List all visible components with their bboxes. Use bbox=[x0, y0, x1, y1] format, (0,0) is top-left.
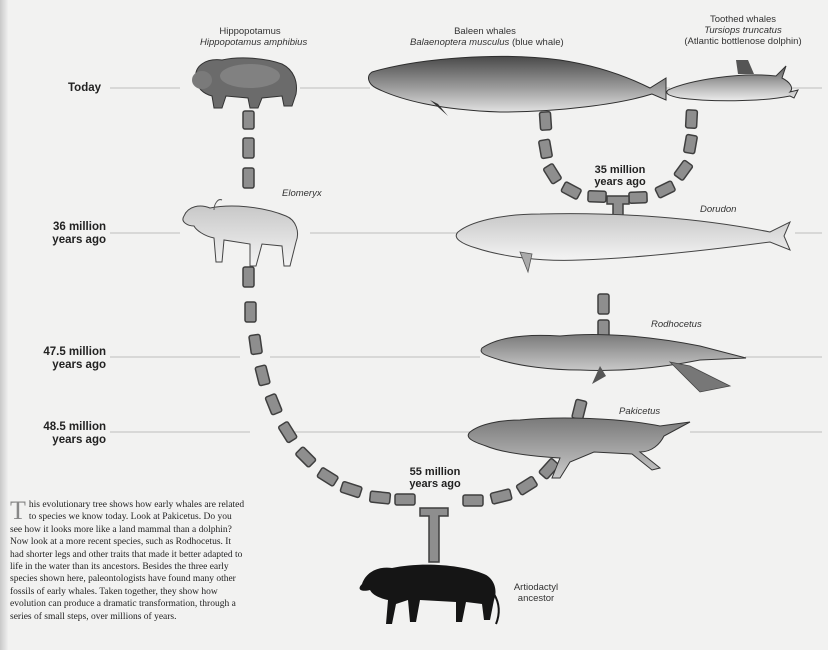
label-baleen-common: Baleen whales bbox=[410, 26, 560, 37]
caption-dropcap: T bbox=[10, 500, 26, 522]
artiodactyl-ancestor-illustration bbox=[360, 565, 499, 624]
label-baleen-note: (blue whale) bbox=[512, 37, 564, 48]
dolphin-illustration bbox=[667, 60, 798, 101]
elomeryx-illustration bbox=[183, 200, 298, 266]
node-age-55mya: 55 million years ago bbox=[400, 466, 470, 490]
label-pakicetus: Pakicetus bbox=[619, 406, 660, 417]
label-elomeryx: Elomeryx bbox=[282, 188, 322, 199]
label-hippopotamus-common: Hippopotamus bbox=[200, 26, 300, 37]
hippopotamus-illustration bbox=[192, 58, 296, 108]
pakicetus-illustration bbox=[468, 418, 690, 478]
timeline-label-48-5mya: 48.5 million years ago bbox=[36, 421, 106, 447]
label-artiodactyl-ancestor: Artiodactyl ancestor bbox=[506, 582, 566, 604]
label-hippopotamus-scientific: Hippopotamus amphibius bbox=[200, 37, 300, 48]
caption-text: his evolutionary tree shows how early wh… bbox=[10, 500, 244, 622]
label-baleen-whales: Baleen whales Balaenoptera musculus (blu… bbox=[410, 26, 560, 48]
label-dorudon: Dorudon bbox=[700, 204, 736, 215]
label-toothed-common: Toothed whales bbox=[668, 14, 818, 25]
timeline-label-47-5mya: 47.5 million years ago bbox=[36, 346, 106, 372]
rodhocetus-illustration bbox=[481, 334, 746, 392]
label-toothed-note: (Atlantic bottlenose dolphin) bbox=[668, 36, 818, 47]
label-baleen-scientific: Balaenoptera musculus bbox=[410, 37, 509, 48]
timeline-label-36mya: 36 million years ago bbox=[36, 221, 106, 247]
label-rodhocetus: Rodhocetus bbox=[651, 319, 702, 330]
dorudon-illustration bbox=[456, 214, 790, 272]
node-age-35mya: 35 million years ago bbox=[585, 164, 655, 188]
timeline-label-today: Today bbox=[68, 82, 101, 95]
label-toothed-scientific: Tursiops truncatus bbox=[668, 25, 818, 36]
blue-whale-illustration bbox=[369, 56, 666, 116]
label-hippopotamus: Hippopotamus Hippopotamus amphibius bbox=[200, 26, 300, 48]
label-toothed-whales: Toothed whales Tursiops truncatus (Atlan… bbox=[668, 14, 818, 47]
